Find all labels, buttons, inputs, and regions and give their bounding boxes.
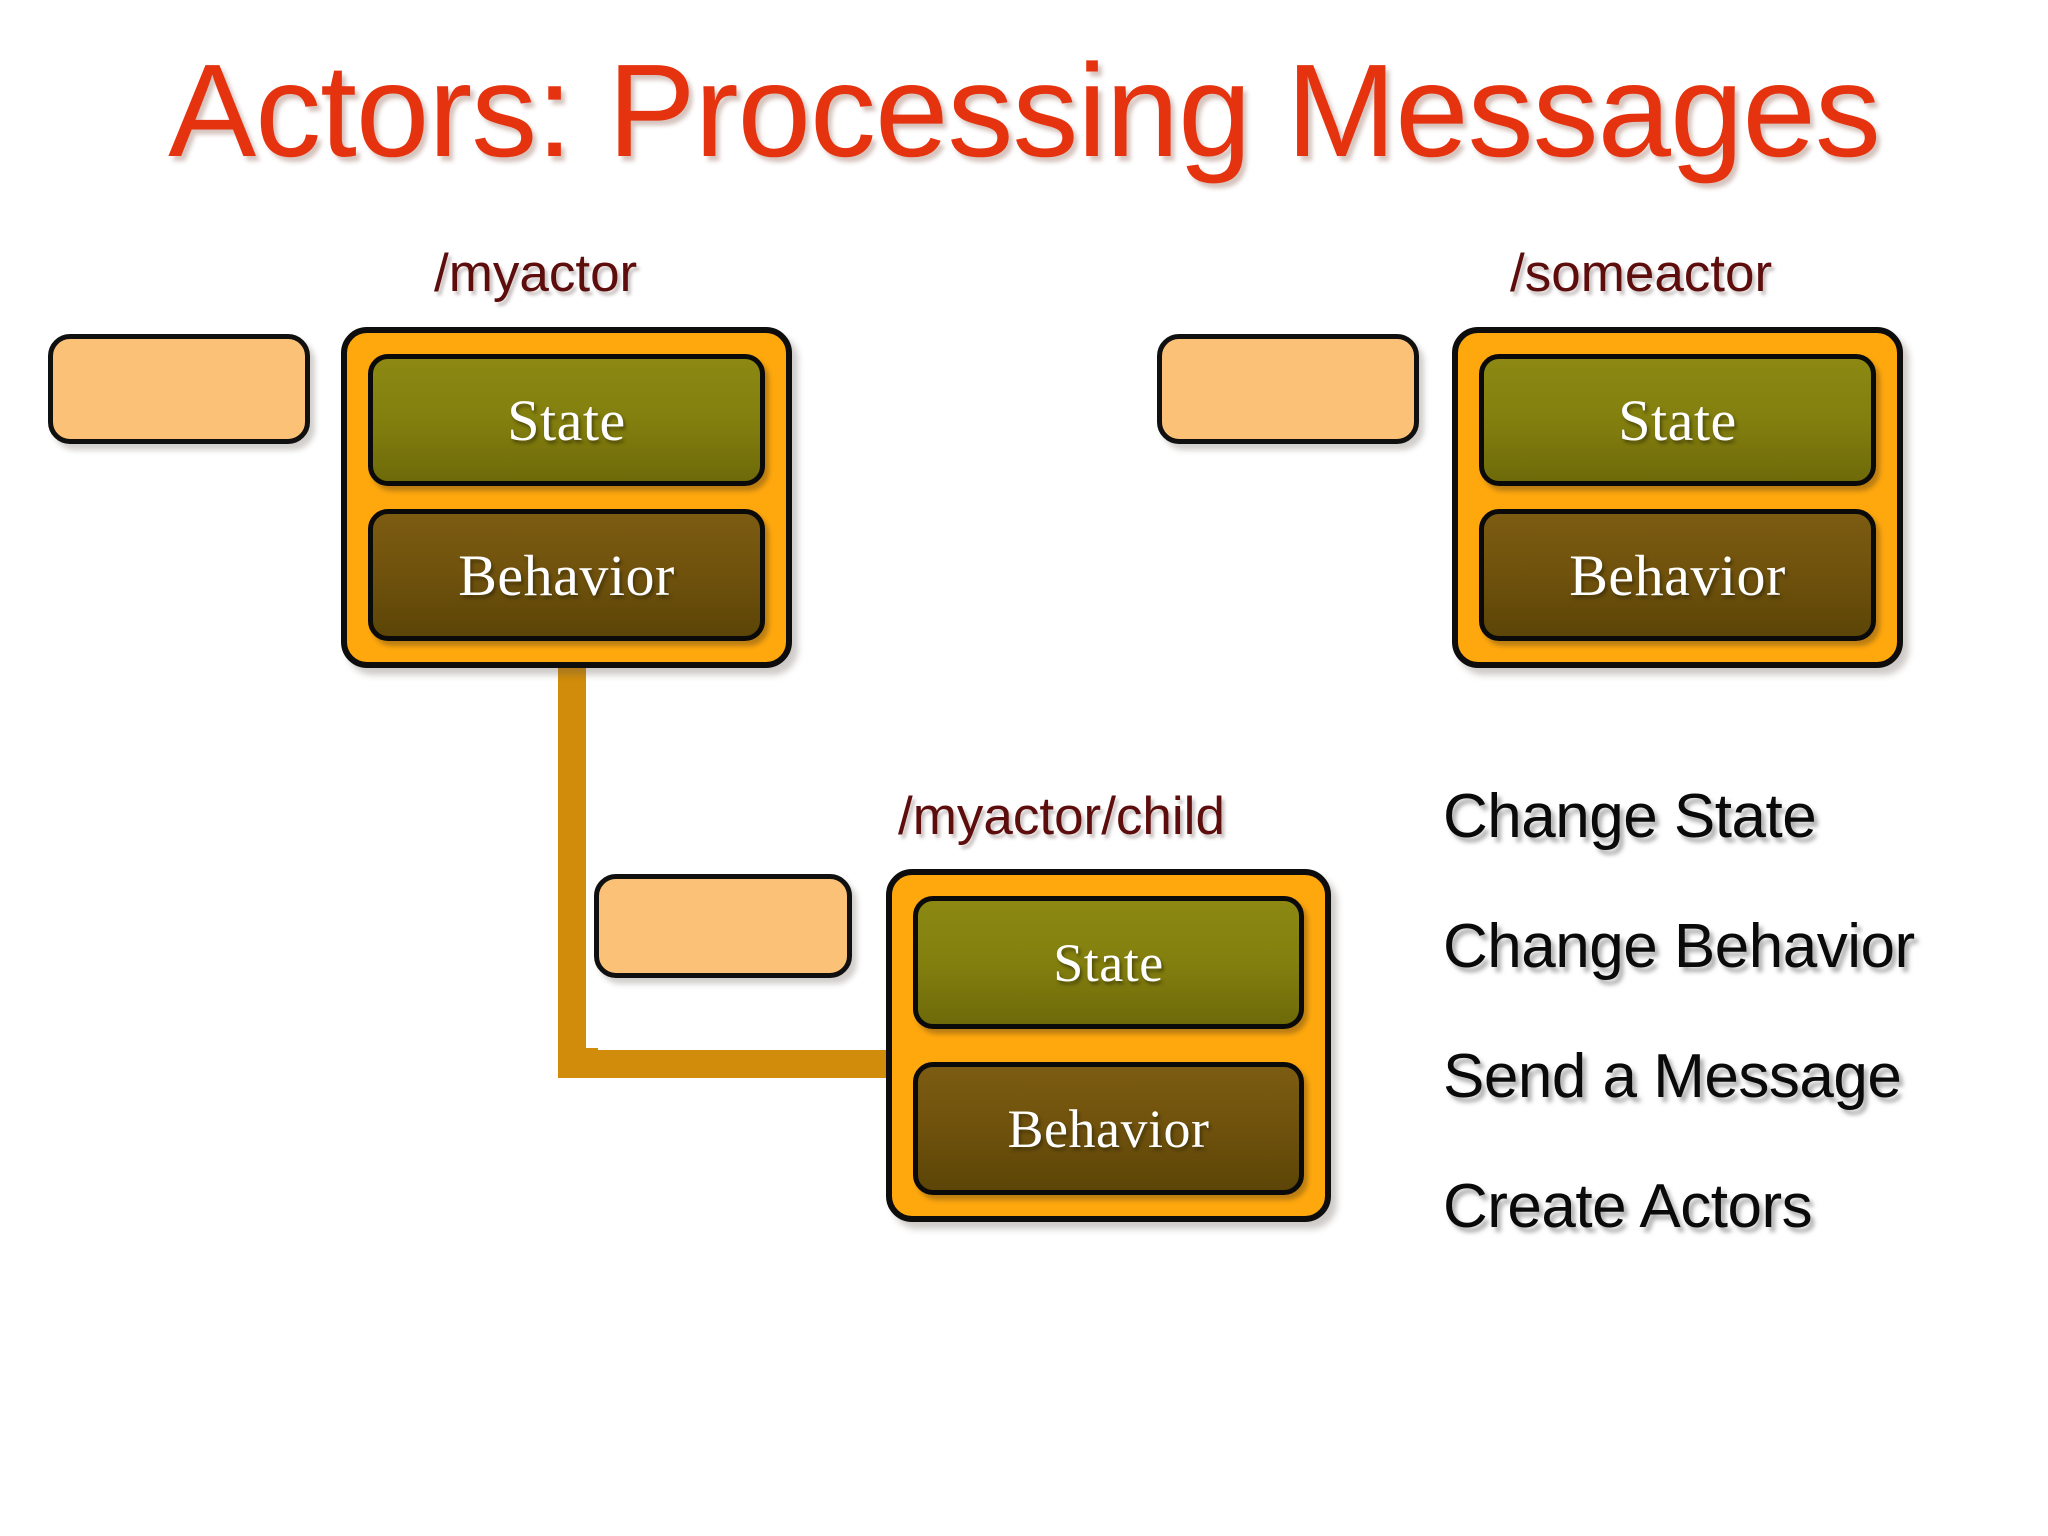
actor-path-label-myactor: /myactor (434, 244, 638, 303)
capability-list: Change State Change Behavior Send a Mess… (1443, 752, 2048, 1272)
behavior-slab-myactor-child[interactable]: Behavior (913, 1062, 1304, 1195)
actor-box-myactor-child[interactable]: State Behavior (886, 869, 1331, 1222)
behavior-slab-myactor[interactable]: Behavior (368, 509, 765, 641)
state-slab-myactor-child[interactable]: State (913, 896, 1304, 1029)
behavior-label-myactor: Behavior (458, 542, 675, 608)
connector-vertical-segment (558, 660, 586, 1078)
connector-horizontal-segment (558, 1050, 908, 1078)
actor-path-label-myactor-child: /myactor/child (898, 787, 1225, 846)
capability-item-change-behavior: Change Behavior (1443, 912, 1915, 981)
mailbox-myactor[interactable] (48, 334, 310, 444)
state-label-someactor: State (1618, 387, 1737, 453)
capability-item-create-actors: Create Actors (1443, 1172, 1813, 1241)
state-label-myactor-child: State (1053, 932, 1164, 993)
state-slab-someactor[interactable]: State (1479, 354, 1876, 486)
mailbox-someactor[interactable] (1157, 334, 1419, 444)
behavior-slab-someactor[interactable]: Behavior (1479, 509, 1876, 641)
state-slab-myactor[interactable]: State (368, 354, 765, 486)
actor-path-label-someactor: /someactor (1510, 244, 1773, 303)
behavior-label-someactor: Behavior (1569, 542, 1786, 608)
mailbox-myactor-child[interactable] (594, 874, 852, 978)
capability-item-change-state: Change State (1443, 782, 1817, 851)
behavior-label-myactor-child: Behavior (1007, 1098, 1210, 1159)
actor-box-someactor[interactable]: State Behavior (1452, 327, 1903, 668)
capability-item-send-a-message: Send a Message (1443, 1042, 1902, 1111)
page-title: Actors: Processing Messages (168, 37, 1881, 184)
state-label-myactor: State (507, 387, 626, 453)
actor-box-myactor[interactable]: State Behavior (341, 327, 792, 668)
